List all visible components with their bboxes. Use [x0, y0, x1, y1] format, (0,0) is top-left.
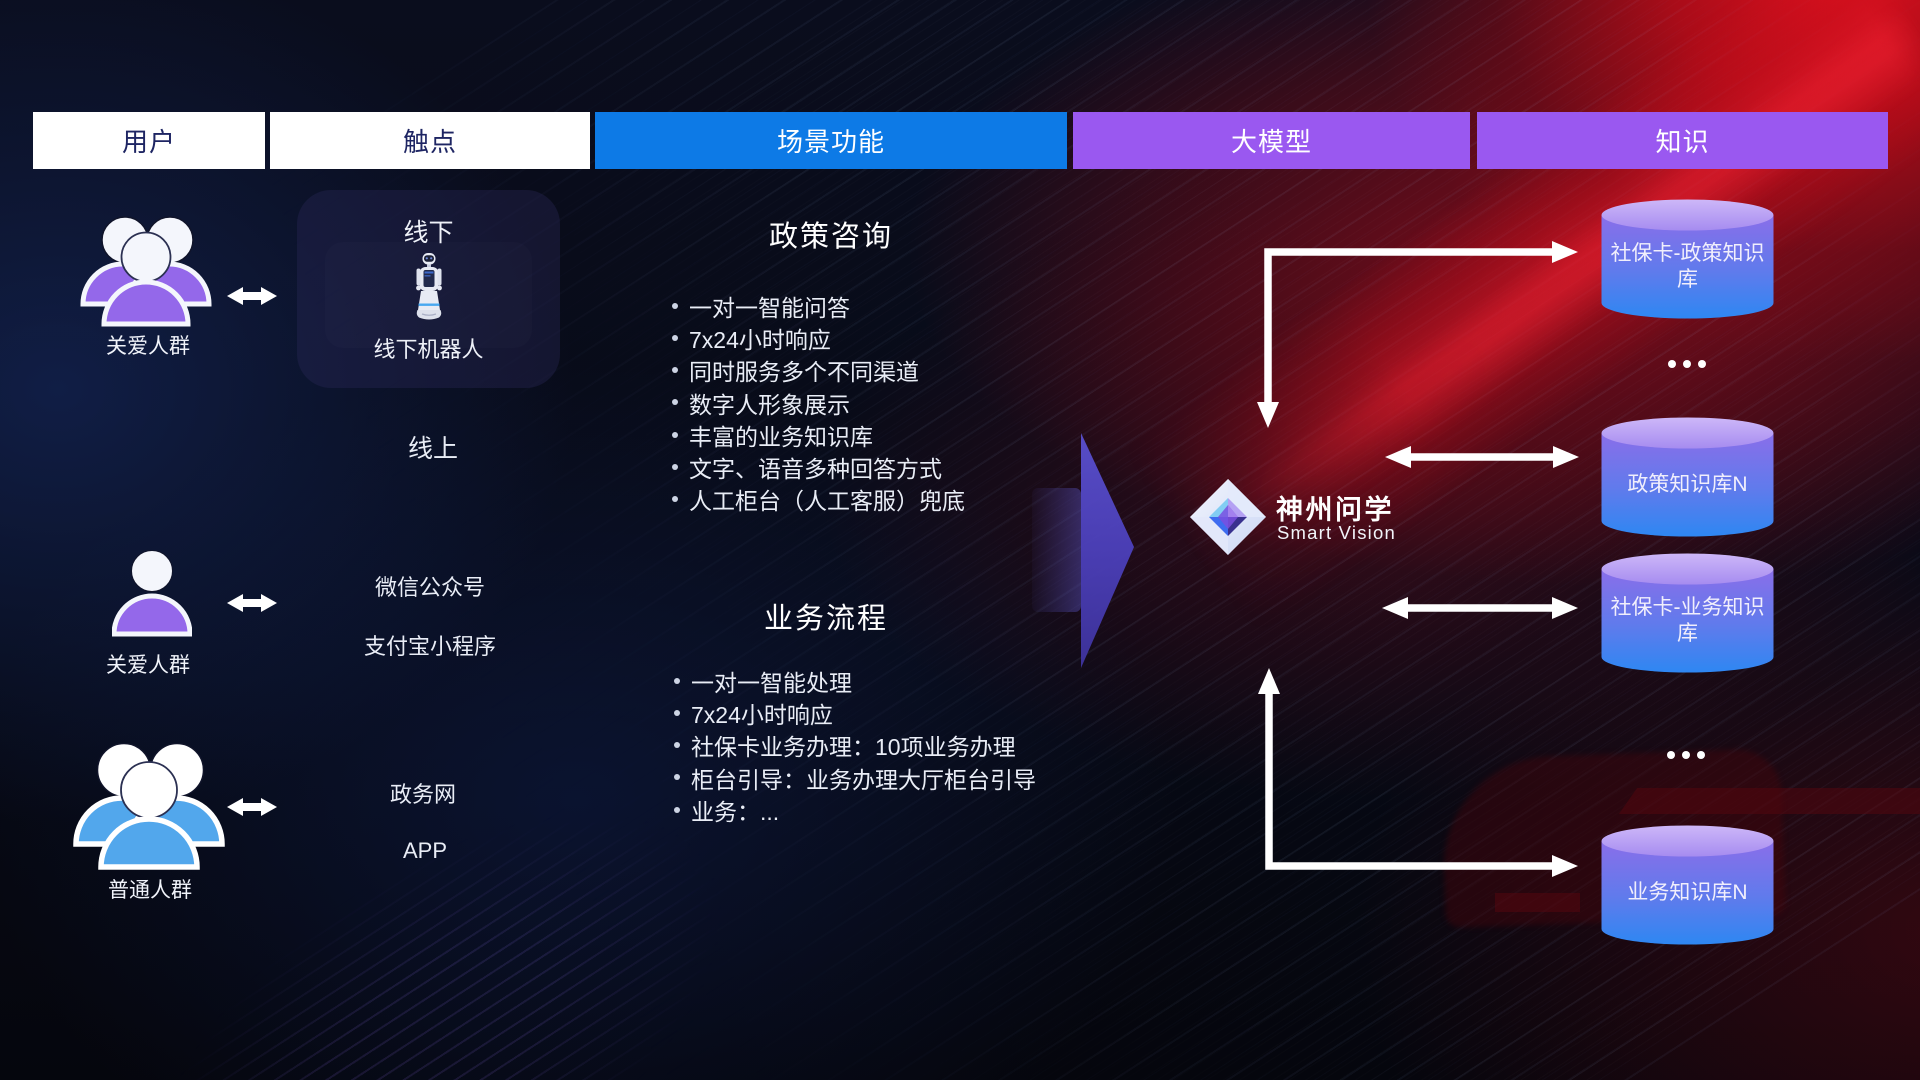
knowledge-cylinder-1-label: 社保卡-政策知识库 [1610, 242, 1765, 291]
bullet-text: 一对一智能问答 [689, 295, 850, 322]
offline-card-title: 线下 [403, 219, 454, 247]
ellipsis-dots-2: ... [1650, 745, 1722, 765]
scenario-1-bullet-list: 一对一智能问答 7x24小时响应 同时服务多个不同渠道 数字人形象展示 丰富的业… [672, 290, 965, 515]
dot [1697, 751, 1705, 759]
knowledge-cylinder-3-label: 社保卡-业务知识库 [1610, 596, 1765, 645]
knowledge-cylinder-4: 业务知识库N [1601, 825, 1774, 945]
knowledge-cylinder-2-label: 政策知识库N [1627, 473, 1748, 496]
bullet-text: 7x24小时响应 [691, 702, 833, 729]
bullet-text: 数字人形象展示 [689, 391, 850, 418]
scenario-1-title: 政策咨询 [768, 221, 893, 253]
logo-subtitle: Smart Vision [1277, 522, 1396, 543]
user-group-1-label: 关爱人群 [106, 335, 190, 358]
red-abstract-band [1618, 788, 1920, 814]
scenario-1-bullet: 人工柜台（人工客服）兜底 [672, 483, 965, 515]
dot [1668, 360, 1676, 368]
bullet-text: 一对一智能处理 [691, 670, 852, 697]
smart-vision-logo-icon [1190, 479, 1266, 555]
scenario-2-bullet: 7x24小时响应 [674, 697, 1036, 729]
touchpoint-alipay: 支付宝小程序 [363, 634, 496, 659]
touchpoint-gov-web: 政务网 [389, 782, 456, 807]
header-column-users: 用户 [33, 112, 265, 169]
cylinder-shape [1601, 417, 1774, 537]
scenario-2-title: 业务流程 [763, 603, 888, 635]
red-light-beam-core-decoration [1231, 0, 1920, 553]
scenario-1-bullet: 数字人形象展示 [672, 386, 965, 418]
user-group-3-label: 普通人群 [108, 879, 192, 902]
scenario-2-bullet: 柜台引导：业务办理大厅柜台引导 [674, 761, 1036, 793]
bullet-text: 社保卡业务办理：10项业务办理 [691, 734, 1016, 761]
dot [1667, 751, 1675, 759]
touchpoint-app: APP [402, 838, 448, 863]
knowledge-cylinder-2: 政策知识库N [1601, 417, 1774, 537]
bullet-text: 文字、语音多种回答方式 [689, 455, 942, 482]
group-blue-icon [73, 743, 225, 870]
touchpoint-wechat: 微信公众号 [374, 575, 485, 600]
header-column-model: 大模型 [1073, 112, 1470, 169]
scenario-1-bullet: 文字、语音多种回答方式 [672, 451, 965, 483]
scenario-2-bullet-list: 一对一智能处理 7x24小时响应 社保卡业务办理：10项业务办理 柜台引导：业务… [674, 665, 1036, 826]
knowledge-cylinder-4-label: 业务知识库N [1627, 881, 1748, 904]
bullet-text: 业务：... [691, 798, 780, 825]
header-column-users-label: 用户 [121, 127, 176, 157]
offline-robot-label: 线下机器人 [373, 337, 484, 362]
service-robot-icon [416, 253, 442, 320]
bullet-text: 柜台引导：业务办理大厅柜台引导 [691, 766, 1036, 793]
bullet-text: 同时服务多个不同渠道 [689, 359, 919, 386]
header-column-touchpoints-label: 触点 [402, 127, 457, 157]
dot [1698, 360, 1706, 368]
logo-name: 神州问学 [1276, 495, 1394, 525]
cylinder-shape [1601, 199, 1774, 319]
scenario-1-bullet: 一对一智能问答 [672, 290, 965, 322]
red-abstract-bar [1495, 893, 1580, 912]
scenario-1-bullet: 丰富的业务知识库 [672, 419, 965, 451]
cylinder-shape [1601, 553, 1774, 673]
header-column-knowledge: 知识 [1477, 112, 1888, 169]
ellipsis-dots-1: ... [1651, 354, 1723, 374]
header-column-knowledge-label: 知识 [1655, 127, 1710, 157]
header-column-scenarios-label: 场景功能 [776, 127, 885, 157]
person-purple-icon [112, 550, 192, 637]
group-purple-icon [80, 216, 212, 327]
knowledge-cylinder-1: 社保卡-政策知识库 [1601, 199, 1774, 319]
header-column-model-label: 大模型 [1230, 127, 1312, 157]
exchange-arrow-1-icon [227, 287, 277, 305]
bullet-text: 人工柜台（人工客服）兜底 [689, 487, 965, 514]
knowledge-cylinder-3: 社保卡-业务知识库 [1601, 553, 1774, 673]
header-column-touchpoints: 触点 [270, 112, 590, 169]
offline-touchpoint-card: 线下 线下机器人 [297, 190, 560, 388]
header-column-scenarios: 场景功能 [595, 112, 1067, 169]
exchange-arrow-2-icon [227, 594, 277, 612]
scenario-1-bullet: 7x24小时响应 [672, 322, 965, 354]
user-group-2-label: 关爱人群 [106, 654, 190, 677]
exchange-arrow-3-icon [227, 798, 277, 816]
big-flow-arrow [1032, 433, 1134, 668]
dot [1682, 751, 1690, 759]
dot [1683, 360, 1691, 368]
cylinder-shape [1601, 825, 1774, 945]
online-section-label: 线上 [407, 435, 458, 463]
scenario-2-bullet: 业务：... [674, 794, 1036, 826]
scenario-2-bullet: 社保卡业务办理：10项业务办理 [674, 729, 1036, 761]
bullet-text: 7x24小时响应 [689, 327, 831, 354]
scenario-1-bullet: 同时服务多个不同渠道 [672, 354, 965, 386]
bullet-text: 丰富的业务知识库 [689, 423, 873, 450]
scenario-2-bullet: 一对一智能处理 [674, 665, 1036, 697]
